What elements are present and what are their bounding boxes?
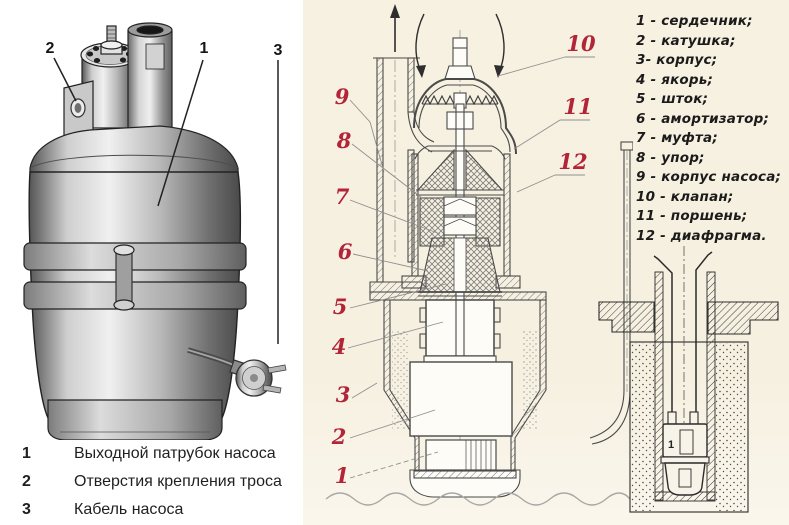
- callout-line-1: [157, 59, 204, 207]
- callout-line-2: [53, 57, 77, 102]
- parts-list-item: 7 - муфта;: [636, 130, 718, 146]
- legend-number: 2: [22, 473, 31, 490]
- parts-list-item: 4 - якорь;: [636, 71, 714, 88]
- part-callout-10: 10: [566, 31, 596, 56]
- parts-list-item: 3- корпус;: [636, 52, 718, 68]
- parts-list-item: 12 - диафрагма.: [636, 227, 767, 244]
- shock-absorber-section: [418, 237, 502, 297]
- retainer-section: [419, 197, 501, 247]
- bottom-cap-section: [409, 469, 521, 498]
- part-callout-4: 4: [332, 334, 347, 359]
- pump-legend-row: 2 Отверстия крепления троса: [14, 468, 282, 496]
- parts-list-item: 10 - клапан;: [636, 188, 734, 205]
- pump-legend-row: 1 Выходной патрубок насоса: [14, 440, 282, 468]
- pump-body: [23, 22, 287, 440]
- water-line: [325, 492, 631, 506]
- suspension-cables: [653, 251, 713, 420]
- parts-list-item: 2 - катушка;: [636, 32, 736, 49]
- legend-label: Кабель насоса: [74, 501, 184, 518]
- part-callout-3: 3: [336, 382, 351, 407]
- part-callout-5: 5: [333, 294, 348, 319]
- flow-up-arrow-icon: [390, 4, 400, 52]
- legend-number: 1: [22, 445, 31, 462]
- coil-section: [409, 355, 513, 437]
- well-casing: [654, 271, 716, 502]
- well-installation-diagram: 1: [598, 246, 779, 513]
- pump-legend-row: 3 Кабель насоса: [14, 496, 282, 524]
- part-callout-2: 2: [331, 424, 347, 449]
- vibration-arrows-icon: [415, 13, 505, 78]
- armature-section: [419, 299, 501, 357]
- part-leader-lines: [347, 56, 595, 479]
- pump-legend: 1 Выходной патрубок насоса 2 Отверстия к…: [14, 440, 282, 524]
- callout-number-1: 1: [200, 40, 209, 57]
- part-callout-9: 9: [335, 84, 350, 109]
- parts-list-item: 11 - поршень;: [636, 208, 748, 224]
- legend-label: Выходной патрубок насоса: [74, 445, 276, 462]
- callout-number-3: 3: [274, 42, 283, 59]
- callout-number-2: 2: [46, 40, 55, 57]
- suspended-pump: [660, 411, 710, 496]
- part-callout-1: 1: [335, 463, 350, 488]
- cross-section-diagram: 9 8 7 6 5 4 3 2 1 10 11 12: [325, 4, 633, 506]
- legend-number: 3: [22, 501, 31, 518]
- part-callout-6: 6: [338, 239, 353, 264]
- legend-label: Отверстия крепления троса: [74, 473, 282, 490]
- parts-list-item: 5 - шток;: [636, 91, 709, 107]
- rope-eyelet: [63, 80, 94, 140]
- borehole-walls: [629, 341, 749, 513]
- parts-list-item: 9 - корпус насоса;: [636, 169, 782, 185]
- concrete-slab: [598, 301, 779, 335]
- parts-list-item: 6 - амортизатор;: [636, 110, 770, 127]
- part-callout-7: 7: [335, 184, 350, 209]
- power-plug: [229, 359, 287, 397]
- coupling-nuts: [443, 196, 477, 236]
- part-callout-8: 8: [336, 128, 352, 153]
- well-pump-label: 1: [668, 439, 674, 451]
- pump-3d-illustration: 2 1 3: [23, 22, 287, 440]
- callout-lines: [53, 57, 279, 344]
- parts-list-item: 8 - упор;: [636, 149, 705, 166]
- part-callout-12: 12: [558, 149, 587, 174]
- pump-housing-section: [401, 37, 521, 289]
- clamp-bands: [23, 242, 247, 311]
- part-callout-11: 11: [563, 94, 592, 119]
- core-section: [425, 439, 497, 471]
- diaphragm-section: [416, 148, 504, 196]
- parts-list-item: 1 - сердечник;: [636, 13, 753, 29]
- parts-list: 1 - сердечник; 2 - катушка; 3- корпус; 4…: [636, 12, 786, 246]
